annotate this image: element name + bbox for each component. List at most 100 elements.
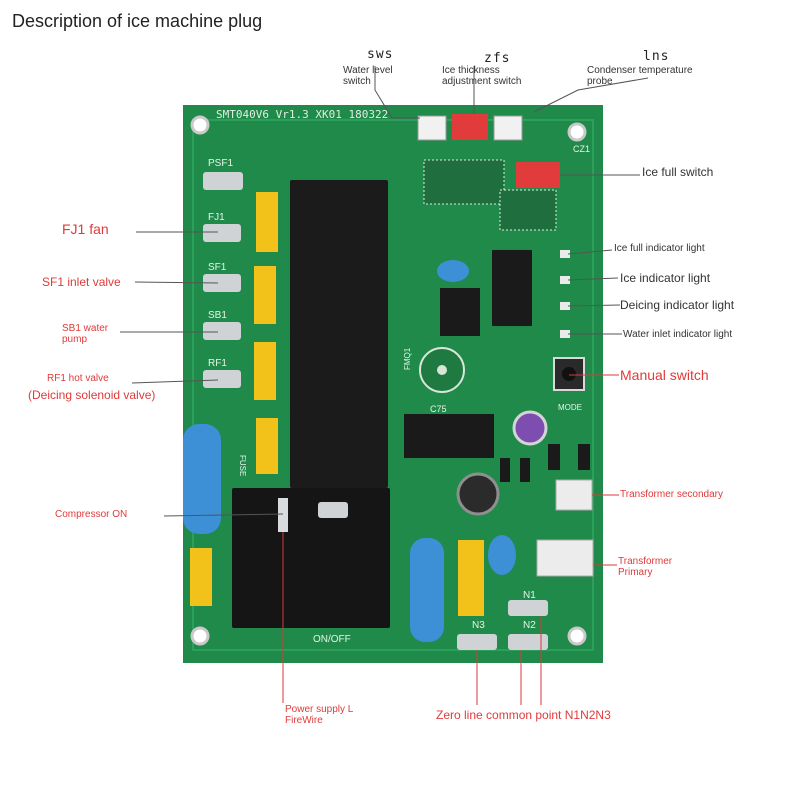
silk-onoff: ON/OFF — [313, 634, 351, 645]
label-sws-code: sws — [367, 47, 394, 62]
connector-transformer-primary — [536, 539, 594, 577]
label-zfs-code: zfs — [484, 51, 511, 66]
leader-sf1 — [134, 281, 219, 284]
terminal-l — [278, 498, 288, 532]
blue-fuse-left — [183, 424, 221, 534]
yellow-capacitor — [254, 342, 276, 400]
pcb-inner-trace — [192, 119, 594, 651]
mounting-hole — [567, 122, 587, 142]
yellow-capacitor — [256, 418, 278, 474]
silk-n2: N2 — [523, 620, 536, 631]
blue-varistor — [488, 535, 516, 575]
voltage-regulator — [404, 414, 494, 458]
connector-lns — [493, 115, 523, 141]
terminal-n1 — [508, 600, 548, 616]
buzzer-center — [437, 365, 447, 375]
connector-transformer-secondary — [555, 479, 593, 511]
label-zero-line: Zero line common point N1N2N3 — [436, 708, 611, 722]
mounting-hole — [567, 626, 587, 646]
label-water-inlet-indicator: Water inlet indicator light — [623, 329, 733, 340]
label-sws-desc: Water level switch — [343, 65, 393, 87]
silk-sb1: SB1 — [208, 310, 227, 321]
label-lns-desc: Condenser temperature probe — [587, 65, 693, 87]
yellow-capacitor — [254, 266, 276, 324]
mounting-hole — [190, 626, 210, 646]
label-rf1-hot-valve: RF1 hot valve — [47, 373, 109, 384]
label-compressor-on: Compressor ON — [55, 509, 128, 520]
leader-lines-red — [282, 374, 619, 705]
blue-capacitor — [437, 260, 469, 282]
terminal-sb1 — [203, 322, 241, 340]
silk-c75: C75 — [430, 404, 447, 414]
page-title: Description of ice machine plug — [12, 11, 263, 31]
relay-3 — [290, 332, 388, 410]
label-zfs-desc: Ice thickness adjustment switch — [442, 65, 522, 87]
smd-block — [423, 159, 505, 205]
label-transformer-primary: Transformer Primary — [618, 556, 673, 578]
terminal-fj1 — [203, 224, 241, 242]
leader-deicing-light — [567, 304, 621, 307]
silk-mode: MODE — [558, 403, 582, 412]
terminal-n3 — [457, 634, 497, 650]
relay-1 — [290, 180, 388, 260]
leader-lns — [533, 77, 649, 113]
label-sb1-water-pump: SB1 water pump — [62, 323, 109, 345]
label-sf1-inlet-valve: SF1 inlet valve — [42, 275, 121, 289]
silk-cz1: CZ1 — [573, 144, 590, 154]
leader-rf1 — [131, 379, 219, 384]
label-ice-full-indicator: Ice full indicator light — [614, 243, 705, 254]
terminal-sf1 — [203, 274, 241, 292]
label-power-supply: Power supply L FireWire — [285, 704, 353, 726]
label-fj1-fan: FJ1 fan — [62, 221, 109, 237]
diode-d2 — [578, 444, 590, 470]
label-ice-full-switch: Ice full switch — [642, 165, 714, 179]
leader-ice-full-light — [567, 249, 613, 255]
yellow-capacitor — [190, 548, 212, 606]
label-ice-indicator: Ice indicator light — [620, 271, 711, 285]
terminal-n2 — [508, 634, 548, 650]
yellow-capacitor — [458, 540, 484, 616]
silk-n1: N1 — [523, 590, 536, 601]
led-water-inlet — [560, 330, 570, 338]
diode-d4 — [520, 458, 530, 482]
silk-fmq: FMQ1 — [403, 347, 412, 370]
silk-sf1: SF1 — [208, 262, 227, 273]
terminal-rf1 — [203, 370, 241, 388]
electrolytic-capacitor — [456, 472, 500, 516]
silk-n3: N3 — [472, 620, 485, 631]
terminal-psf1 — [203, 172, 243, 190]
relay-2 — [290, 256, 388, 334]
led-ice — [560, 276, 570, 284]
label-deicing-indicator: Deicing indicator light — [620, 298, 735, 312]
blue-fuse-bottom — [410, 538, 444, 642]
connector-zfs — [452, 114, 488, 140]
ic-chip-main — [492, 250, 532, 326]
manual-switch-knob — [562, 367, 576, 381]
leader-lines — [120, 66, 649, 517]
relay-4 — [290, 408, 388, 488]
terminal-compressor — [318, 502, 348, 518]
label-manual-switch: Manual switch — [620, 367, 709, 383]
mounting-hole — [190, 115, 210, 135]
label-transformer-secondary: Transformer secondary — [620, 489, 723, 500]
connector-sws — [417, 115, 447, 141]
diode-d3 — [500, 458, 510, 482]
board-marking: SMT040V6 Vr1.3 XK01 180322 — [216, 108, 388, 121]
yellow-capacitor — [256, 192, 278, 252]
relay-compressor — [232, 488, 390, 628]
label-rf1-deicing: (Deicing solenoid valve) — [28, 388, 156, 402]
led-ice-full — [560, 250, 570, 258]
led-deicing — [560, 302, 570, 310]
leader-ice-light — [567, 277, 619, 281]
label-lns-code: lns — [643, 49, 670, 64]
diode-d1 — [548, 444, 560, 470]
ic-chip-u2 — [440, 288, 480, 336]
leader-sws — [374, 66, 420, 119]
leader-compressor — [163, 513, 284, 517]
smd-block — [499, 189, 557, 231]
electrolytic-capacitor — [512, 410, 548, 446]
silk-fuse: FUSE — [238, 455, 247, 476]
silk-rf1: RF1 — [208, 358, 227, 369]
silk-psf1: PSF1 — [208, 158, 233, 169]
